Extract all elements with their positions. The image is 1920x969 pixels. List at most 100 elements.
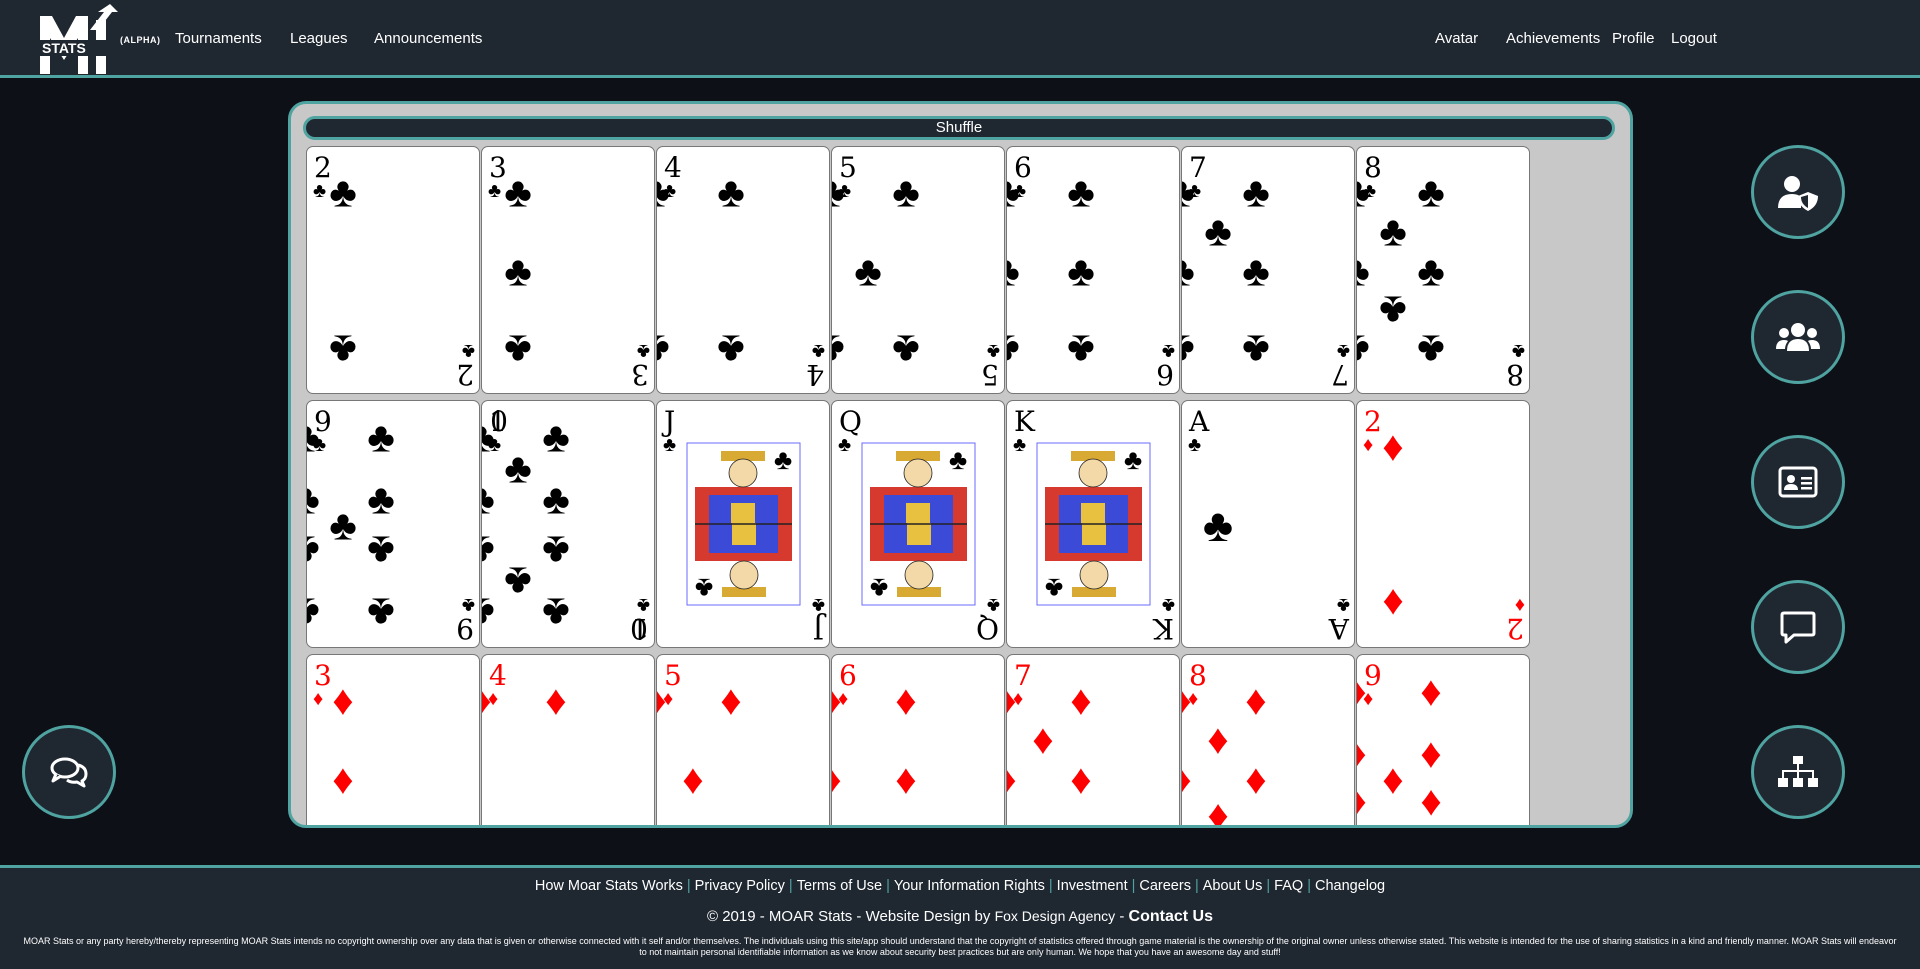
users-button[interactable]	[1751, 290, 1845, 384]
card-pip: ♣	[1379, 288, 1407, 335]
card-rank: 6	[1014, 151, 1032, 184]
card-pip: ♣	[1242, 248, 1270, 295]
nav-tournaments[interactable]: Tournaments	[175, 30, 262, 47]
playing-card[interactable]: 9♣9♣♣♣♣♣♣♣♣♣♣	[306, 400, 480, 648]
playing-card[interactable]: 2♦2♦♦♦	[1356, 400, 1530, 648]
playing-card[interactable]: 3♦3♦♦♦♦	[306, 654, 480, 825]
card-rank: A	[1328, 612, 1350, 645]
card-suit: ♦	[663, 688, 673, 710]
card-suit: ♣	[663, 434, 676, 456]
sitemap-button[interactable]	[1751, 725, 1845, 819]
copyright-text: © 2019 - MOAR Stats - Website Design by	[707, 908, 991, 925]
face-card-art: ♣♣	[1036, 442, 1151, 606]
card-pip: ♦	[1070, 677, 1091, 724]
playing-card[interactable]: 7♦7♦♦♦♦♦♦♦♦	[1006, 654, 1180, 825]
playing-card[interactable]: 8♣8♣♣♣♣♣♣♣♣♣	[1356, 146, 1530, 394]
footer-link-info-rights[interactable]: Your Information Rights	[893, 878, 1045, 894]
card-suit: ♣	[987, 594, 1000, 616]
playing-card[interactable]: 4♦4♦♦♦♦♦	[481, 654, 655, 825]
comment-button[interactable]	[1751, 580, 1845, 674]
footer-link-careers[interactable]: Careers	[1139, 878, 1191, 894]
card-pip: ♣	[1242, 327, 1270, 374]
playing-card[interactable]: 9♦9♦♦♦♦♦♦♦♦♦♦	[1356, 654, 1530, 825]
playing-card[interactable]: 5♣5♣♣♣♣♣♣	[831, 146, 1005, 394]
card-pip: ♣	[367, 590, 395, 637]
card-rank: 6	[839, 659, 857, 692]
nav-leagues[interactable]: Leagues	[290, 30, 348, 47]
card-pip: ♦	[1207, 796, 1228, 829]
logo-text: STATS	[42, 40, 86, 56]
playing-card[interactable]: A♣A♣♣	[1181, 400, 1355, 648]
card-suit: ♣	[1337, 594, 1350, 616]
playing-card[interactable]: 10♣10♣♣♣♣♣♣♣♣♣♣♣	[481, 400, 655, 648]
card-pip: ♣	[542, 590, 570, 637]
footer-link-privacy[interactable]: Privacy Policy	[694, 878, 785, 894]
card-pip: ♦	[1382, 581, 1403, 628]
card-pip: ♣	[307, 528, 320, 575]
card-pip: ♣	[1182, 169, 1195, 216]
playing-card[interactable]: 7♣7♣♣♣♣♣♣♣♣	[1181, 146, 1355, 394]
card-rank: Q	[976, 612, 999, 645]
card-pip: ♦	[657, 677, 667, 724]
card-pip: ♦	[1007, 756, 1017, 803]
card-pip: ♣	[657, 169, 670, 216]
nav-profile[interactable]: Profile	[1612, 30, 1655, 47]
card-pip: ♣	[329, 327, 357, 374]
footer-link-faq[interactable]: FAQ	[1274, 878, 1304, 894]
card-rank: 7	[1189, 151, 1207, 184]
card-suit: ♣	[1337, 340, 1350, 362]
agency-link[interactable]: Fox Design Agency	[994, 908, 1116, 924]
card-pip: ♦	[895, 756, 916, 803]
id-card-button[interactable]	[1751, 435, 1845, 529]
playing-card[interactable]: 2♣2♣♣♣	[306, 146, 480, 394]
shuffle-button[interactable]: Shuffle	[303, 116, 1615, 140]
user-shield-button[interactable]	[1751, 145, 1845, 239]
playing-card[interactable]: 3♣3♣♣♣♣	[481, 146, 655, 394]
card-rank: 2	[1506, 612, 1524, 645]
playing-card[interactable]: Q♣Q♣♣♣	[831, 400, 1005, 648]
svg-text:♣: ♣	[1124, 444, 1142, 475]
card-suit: ♦	[838, 688, 848, 710]
card-pip: ♣	[482, 528, 495, 575]
card-suit: ♣	[488, 434, 501, 456]
playing-card[interactable]: 4♣4♣♣♣♣♣	[656, 146, 830, 394]
users-icon	[1776, 323, 1820, 351]
card-pip: ♣	[307, 414, 320, 461]
playing-card[interactable]: J♣J♣♣♣	[656, 400, 830, 648]
footer-link-how-it-works[interactable]: How Moar Stats Works	[534, 878, 683, 894]
nav-logout[interactable]: Logout	[1671, 30, 1717, 47]
playing-card[interactable]: 8♦8♦♦♦♦♦♦♦♦♦	[1181, 654, 1355, 829]
card-suit: ♦	[1515, 594, 1525, 616]
card-suit: ♦	[488, 688, 498, 710]
footer-link-terms[interactable]: Terms of Use	[796, 878, 883, 894]
playing-card[interactable]: 5♦5♦♦♦♦♦♦	[656, 654, 830, 825]
user-shield-icon	[1778, 176, 1818, 211]
card-grid: 2♣2♣♣♣3♣3♣♣♣♣4♣4♣♣♣♣♣5♣5♣♣♣♣♣♣6♣6♣♣♣♣♣♣♣…	[306, 146, 1536, 829]
moar-stats-logo[interactable]: STATS	[38, 4, 120, 74]
card-pip: ♣	[1417, 327, 1445, 374]
card-rank: 4	[664, 151, 682, 184]
nav-achievements[interactable]: Achievements	[1506, 30, 1601, 47]
card-suit: ♣	[637, 340, 650, 362]
footer-link-about[interactable]: About Us	[1202, 878, 1263, 894]
nav-avatar[interactable]: Avatar	[1435, 30, 1479, 47]
footer-link-changelog[interactable]: Changelog	[1314, 878, 1386, 894]
contact-us-link[interactable]: Contact Us	[1128, 908, 1213, 925]
card-pip: ♣	[1379, 208, 1407, 255]
card-rank: 9	[456, 612, 474, 645]
card-pip: ♦	[1182, 756, 1192, 803]
card-pip: ♣	[504, 559, 532, 606]
card-rank: 2	[1364, 405, 1382, 438]
playing-card[interactable]: 6♣6♣♣♣♣♣♣♣	[1006, 146, 1180, 394]
card-rank: 7	[1014, 659, 1032, 692]
card-rank: 3	[314, 659, 332, 692]
card-pip: ♣	[1204, 208, 1232, 255]
chat-button[interactable]	[22, 725, 116, 819]
card-pip: ♣	[892, 169, 920, 216]
playing-card[interactable]: 6♦6♦♦♦♦♦♦♦	[831, 654, 1005, 825]
card-suit: ♣	[1188, 180, 1201, 202]
footer-link-investment[interactable]: Investment	[1056, 878, 1128, 894]
card-pip: ♦	[1357, 730, 1367, 777]
nav-announcements[interactable]: Announcements	[374, 30, 483, 47]
playing-card[interactable]: K♣K♣♣♣	[1006, 400, 1180, 648]
